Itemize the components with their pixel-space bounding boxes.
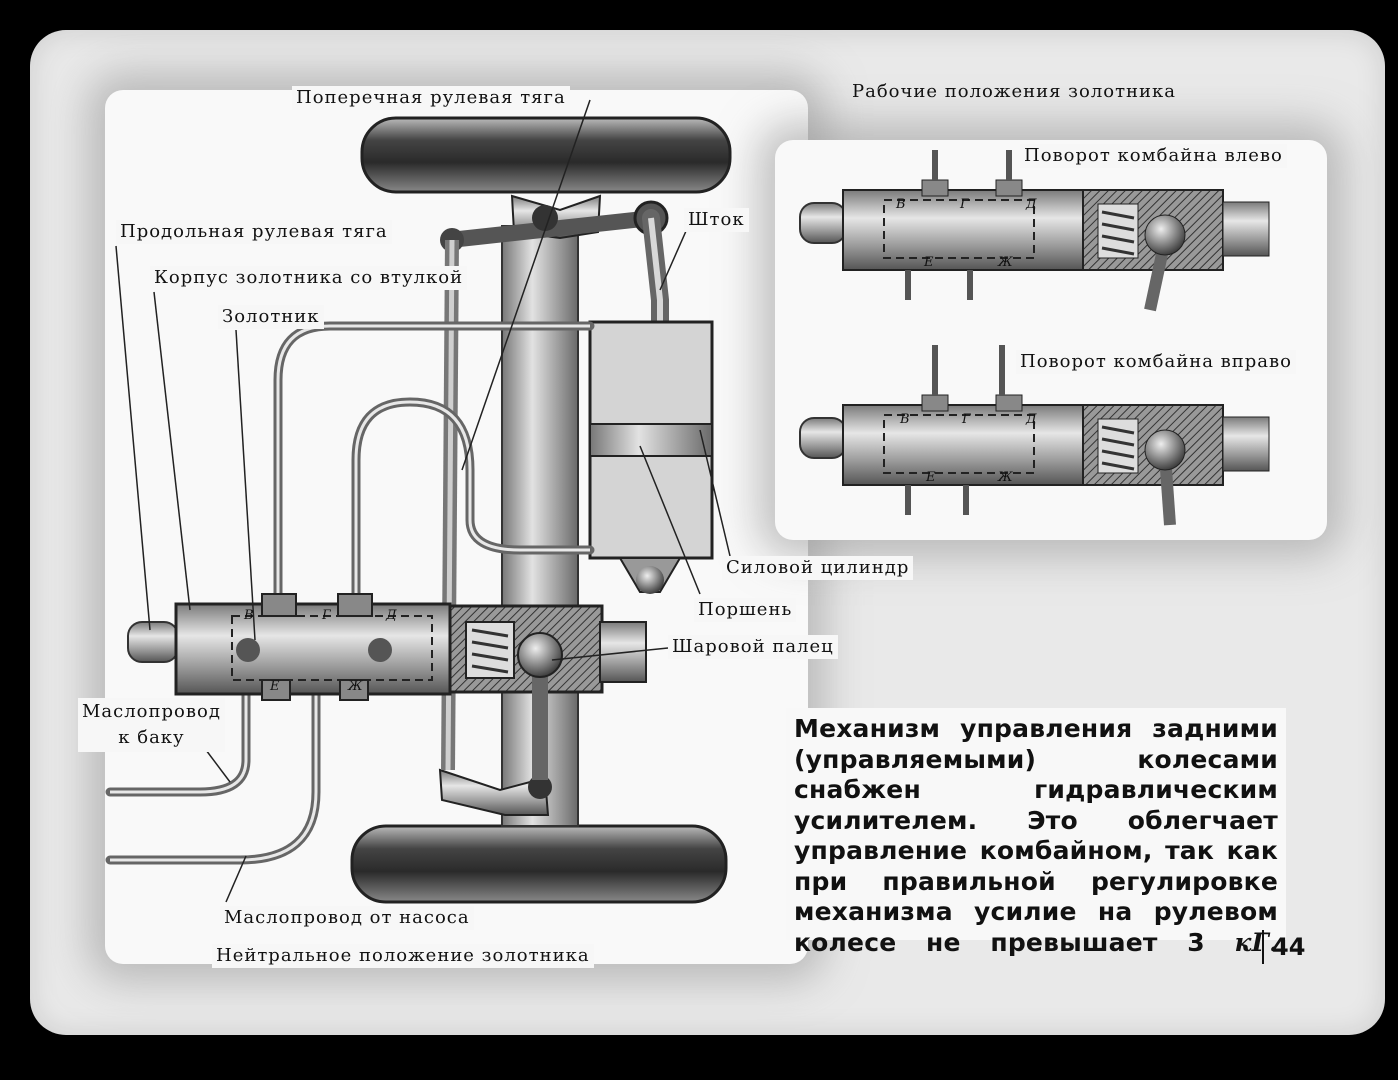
label-ball-pin: Шаровой палец [668, 635, 838, 659]
port-letter: Е [269, 679, 280, 694]
label-tie-rod: Поперечная рулевая тяга [292, 86, 570, 110]
leader-lines [115, 99, 731, 903]
label-neutral-position: Нейтральное положение золотника [212, 944, 594, 968]
power-cylinder [588, 320, 714, 594]
port-letter: В [895, 197, 906, 212]
label-drag-link: Продольная рулевая тяга [116, 220, 392, 244]
label-oil-line-pump: Маслопровод от насоса [220, 906, 474, 930]
port-letter: Ж [347, 679, 363, 694]
port-letter: Е [925, 470, 936, 485]
valve-left-turn [799, 150, 1270, 312]
page-number: 44 [1262, 930, 1305, 964]
label-rod: Шток [684, 208, 749, 232]
port-letter: Д [1025, 197, 1037, 212]
port-letters: В Г Д Е Ж В Г Д Е Ж В Г Д Е Ж [243, 197, 1037, 694]
hydraulic-lines-highlight [110, 324, 590, 862]
label-oil-line-tank: Маслопровод к баку [78, 698, 225, 752]
port-letter: Д [385, 608, 397, 623]
caption-text-block: Механизм управления задними (управляемым… [786, 708, 1286, 957]
label-valve-body: Корпус золотника со втулкой [150, 266, 468, 290]
port-letter: Ж [997, 255, 1013, 270]
port-letter: Г [321, 608, 331, 623]
label-piston: Поршень [694, 598, 797, 622]
label-turn-right: Поворот комбайна вправо [1016, 350, 1297, 374]
port-letter: Д [1025, 412, 1037, 427]
port-letter: В [243, 608, 254, 623]
label-turn-left: Поворот комбайна влево [1020, 144, 1287, 168]
port-letter: Г [961, 412, 971, 427]
label-working-positions: Рабочие положения золотника [852, 81, 1177, 102]
port-letter: В [899, 412, 910, 427]
caption-text: Механизм управления задними (управляемым… [794, 714, 1278, 957]
label-cylinder: Силовой цилиндр [722, 556, 914, 580]
caption-unit: кГ. [1234, 927, 1278, 957]
label-spool: Золотник [218, 305, 324, 329]
port-letter: Ж [997, 470, 1013, 485]
lower-wheel [350, 824, 728, 904]
port-letter: Г [959, 197, 969, 212]
upper-wheel [360, 116, 732, 194]
lower-steering-arm [438, 768, 552, 816]
valve-right-turn [799, 345, 1270, 526]
port-letter: Е [923, 255, 934, 270]
spool-valve-assembly [127, 593, 647, 780]
